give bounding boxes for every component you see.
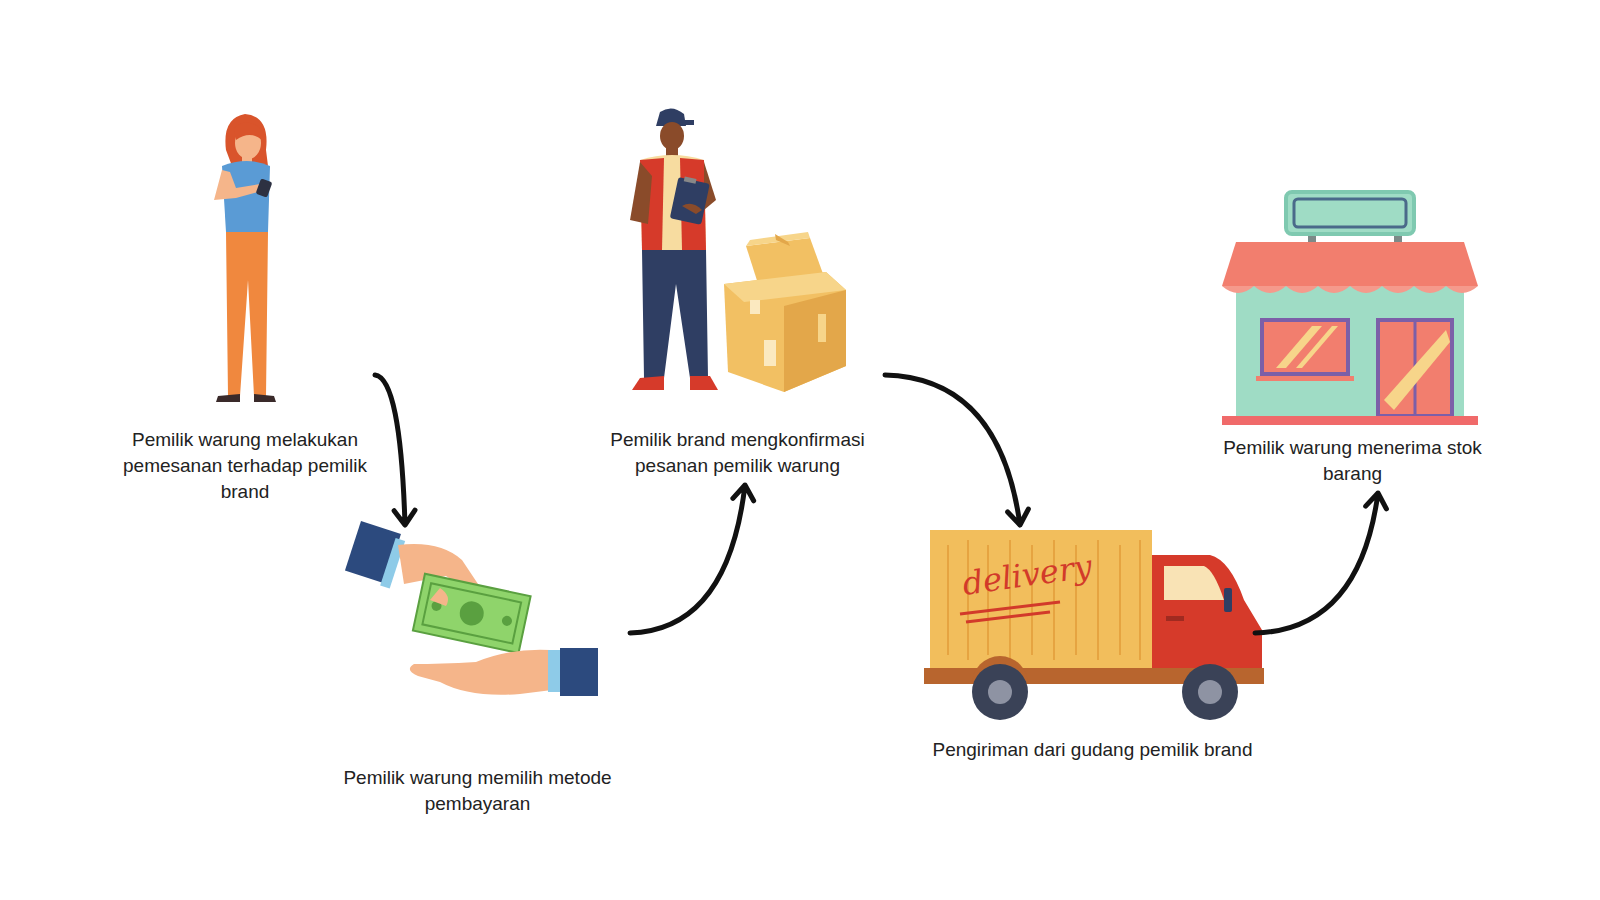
step-caption: Pemilik warung melakukan pemesanan terha… [115, 427, 375, 505]
delivery-truck [924, 530, 1264, 720]
money-hands [345, 521, 598, 696]
step-node: Pemilik warung menerima stok barang [1215, 185, 1490, 493]
step-node: Pemilik warung melakukan pemesanan terha… [115, 105, 375, 511]
step-node: Pemilik brand mengkonfirmasi pesanan pem… [590, 105, 885, 485]
flow-arrow [1255, 493, 1386, 633]
flow-arrow [885, 375, 1028, 525]
step-caption: Pemilik warung memilih metode pembayaran [325, 765, 630, 817]
step-caption: Pemilik warung menerima stok barang [1215, 435, 1490, 487]
woman-figure [214, 114, 276, 402]
step-caption: Pemilik brand mengkonfirmasi pesanan pem… [590, 427, 885, 479]
shop-building [1222, 192, 1478, 425]
step-caption: Pengiriman dari gudang pemilik brand [930, 737, 1255, 763]
worker-figure [630, 108, 846, 392]
flow-arrow [630, 485, 754, 633]
flow-arrow [375, 375, 415, 525]
step-node: Pemilik warung memilih metode pembayaran [325, 525, 630, 823]
